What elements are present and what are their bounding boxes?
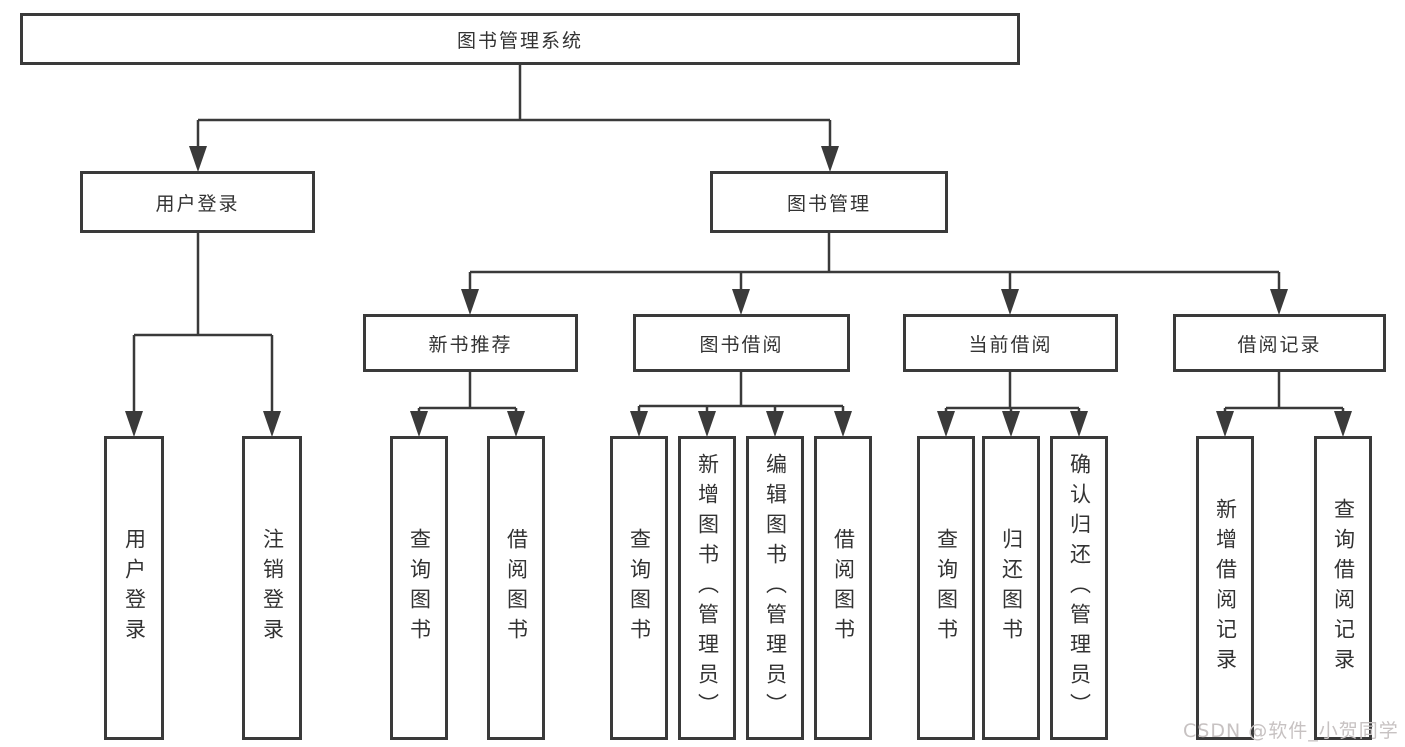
leaf-br-add-record-label: 新增借阅记录 [1213, 498, 1238, 678]
node-book-mgmt: 图书管理 [710, 171, 948, 233]
leaf-br-add-record: 新增借阅记录 [1196, 436, 1254, 740]
node-book-borrow-label: 图书借阅 [699, 333, 784, 356]
leaf-cb-confirm-return: 确认归还（管理员） [1050, 436, 1108, 740]
leaf-user-login-label: 用户登录 [122, 528, 147, 648]
leaf-br-query-record: 查询借阅记录 [1314, 436, 1372, 740]
leaf-cb-query-books: 查询图书 [917, 436, 975, 740]
leaf-logout: 注销登录 [242, 436, 302, 740]
leaf-user-login: 用户登录 [104, 436, 164, 740]
leaf-rec-borrow-books-label: 借阅图书 [504, 528, 529, 648]
leaf-br-query-record-label: 查询借阅记录 [1331, 498, 1356, 678]
leaf-rec-borrow-books: 借阅图书 [487, 436, 545, 740]
leaf-bb-add-books-label: 新增图书（管理员） [695, 453, 720, 723]
node-current-borrow-label: 当前借阅 [968, 333, 1053, 356]
node-current-borrow: 当前借阅 [903, 314, 1118, 372]
arrowhead-icons [125, 146, 1352, 437]
csdn-watermark: CSDN @软件_小贺同学 [1183, 716, 1399, 743]
node-root-label: 图书管理系统 [456, 29, 583, 52]
leaf-rec-query-books-label: 查询图书 [407, 528, 432, 648]
leaf-bb-query-books-label: 查询图书 [627, 528, 652, 648]
leaf-bb-borrow-books-label: 借阅图书 [831, 528, 856, 648]
node-user-login-label: 用户登录 [155, 192, 240, 215]
node-root: 图书管理系统 [20, 13, 1020, 65]
node-borrow-records-label: 借阅记录 [1237, 333, 1322, 356]
leaf-bb-add-books: 新增图书（管理员） [678, 436, 736, 740]
node-new-book-rec: 新书推荐 [363, 314, 578, 372]
leaf-bb-query-books: 查询图书 [610, 436, 668, 740]
node-borrow-records: 借阅记录 [1173, 314, 1386, 372]
leaf-cb-query-books-label: 查询图书 [934, 528, 959, 648]
leaf-bb-edit-books-label: 编辑图书（管理员） [763, 453, 788, 723]
leaf-logout-label: 注销登录 [260, 528, 285, 648]
leaf-cb-return-books-label: 归还图书 [999, 528, 1024, 648]
leaf-cb-return-books: 归还图书 [982, 436, 1040, 740]
leaf-bb-borrow-books: 借阅图书 [814, 436, 872, 740]
csdn-watermark-text: CSDN @软件_小贺同学 [1183, 720, 1399, 742]
leaf-bb-edit-books: 编辑图书（管理员） [746, 436, 804, 740]
node-book-borrow: 图书借阅 [633, 314, 850, 372]
node-new-book-rec-label: 新书推荐 [428, 333, 513, 356]
node-user-login: 用户登录 [80, 171, 315, 233]
leaf-rec-query-books: 查询图书 [390, 436, 448, 740]
node-book-mgmt-label: 图书管理 [786, 192, 871, 215]
leaf-cb-confirm-return-label: 确认归还（管理员） [1067, 453, 1092, 723]
